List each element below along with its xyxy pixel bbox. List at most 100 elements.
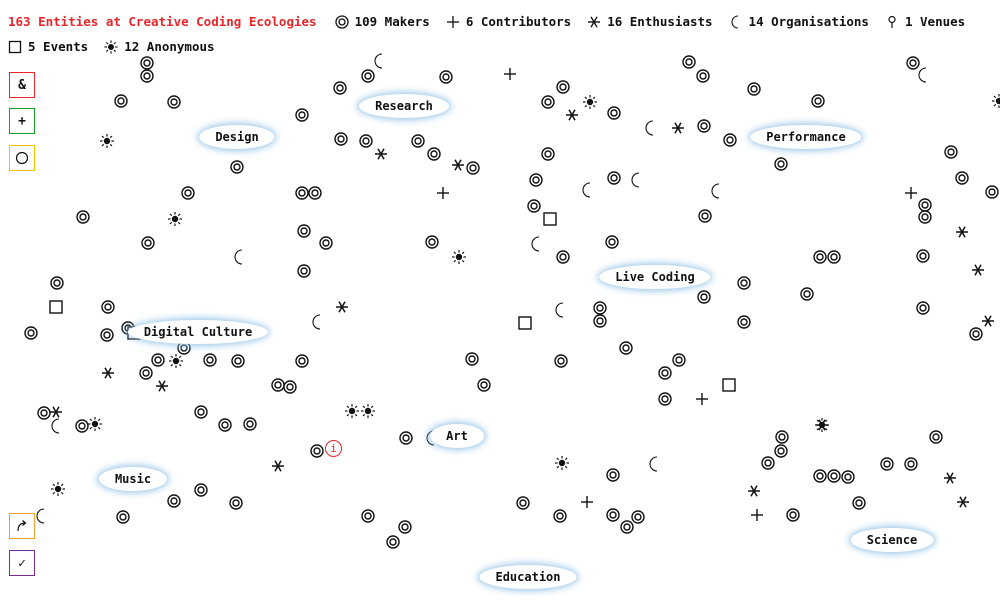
- contributor-node-icon[interactable]: [905, 187, 917, 199]
- anonymous-node-icon[interactable]: [583, 95, 597, 109]
- maker-node-icon[interactable]: [631, 510, 645, 524]
- maker-node-icon[interactable]: [297, 264, 311, 278]
- maker-node-icon[interactable]: [50, 276, 64, 290]
- organisation-node-icon[interactable]: [918, 67, 927, 83]
- maker-node-icon[interactable]: [593, 314, 607, 328]
- anonymous-node-icon[interactable]: [168, 212, 182, 226]
- anonymous-node-icon[interactable]: [992, 94, 1000, 108]
- maker-node-icon[interactable]: [607, 171, 621, 185]
- maker-node-icon[interactable]: [811, 94, 825, 108]
- organisation-node-icon[interactable]: [582, 182, 591, 198]
- organisation-node-icon[interactable]: [645, 120, 654, 136]
- info-badge[interactable]: i: [325, 440, 342, 457]
- share-button[interactable]: [9, 513, 35, 539]
- enthusiast-node-icon[interactable]: [982, 315, 994, 327]
- maker-node-icon[interactable]: [697, 119, 711, 133]
- event-node-icon[interactable]: [722, 378, 736, 392]
- maker-node-icon[interactable]: [466, 161, 480, 175]
- maker-node-icon[interactable]: [399, 431, 413, 445]
- maker-node-icon[interactable]: [114, 94, 128, 108]
- maker-node-icon[interactable]: [194, 483, 208, 497]
- organisation-node-icon[interactable]: [312, 314, 321, 330]
- legend-item-venues[interactable]: 1 Venues: [885, 9, 965, 34]
- maker-node-icon[interactable]: [827, 469, 841, 483]
- maker-node-icon[interactable]: [271, 378, 285, 392]
- maker-node-icon[interactable]: [800, 287, 814, 301]
- maker-node-icon[interactable]: [334, 132, 348, 146]
- maker-node-icon[interactable]: [918, 198, 932, 212]
- maker-node-icon[interactable]: [593, 301, 607, 315]
- maker-node-icon[interactable]: [774, 444, 788, 458]
- enthusiast-node-icon[interactable]: [944, 472, 956, 484]
- organisation-node-icon[interactable]: [531, 236, 540, 252]
- legend-item-makers[interactable]: 109 Makers: [334, 9, 430, 34]
- cluster-art[interactable]: Art: [430, 424, 484, 448]
- check-button[interactable]: ✓: [9, 550, 35, 576]
- organisation-node-icon[interactable]: [711, 183, 720, 199]
- organisation-node-icon[interactable]: [555, 302, 564, 318]
- maker-node-icon[interactable]: [841, 470, 855, 484]
- maker-node-icon[interactable]: [527, 199, 541, 213]
- legend-item-contributors[interactable]: 6 Contributors: [446, 9, 571, 34]
- anonymous-node-icon[interactable]: [51, 482, 65, 496]
- maker-node-icon[interactable]: [969, 327, 983, 341]
- maker-node-icon[interactable]: [658, 392, 672, 406]
- maker-node-icon[interactable]: [37, 406, 51, 420]
- add-button[interactable]: +: [9, 108, 35, 134]
- contributor-node-icon[interactable]: [696, 393, 708, 405]
- contributor-node-icon[interactable]: [504, 68, 516, 80]
- maker-node-icon[interactable]: [167, 95, 181, 109]
- maker-node-icon[interactable]: [411, 134, 425, 148]
- enthusiast-node-icon[interactable]: [102, 367, 114, 379]
- maker-node-icon[interactable]: [181, 186, 195, 200]
- maker-node-icon[interactable]: [333, 81, 347, 95]
- maker-node-icon[interactable]: [556, 80, 570, 94]
- maker-node-icon[interactable]: [100, 328, 114, 342]
- legend-item-organisations[interactable]: 14 Organisations: [729, 9, 869, 34]
- maker-node-icon[interactable]: [398, 520, 412, 534]
- maker-node-icon[interactable]: [229, 496, 243, 510]
- enthusiast-node-icon[interactable]: [336, 301, 348, 313]
- maker-node-icon[interactable]: [944, 145, 958, 159]
- maker-node-icon[interactable]: [386, 535, 400, 549]
- event-node-icon[interactable]: [49, 300, 63, 314]
- legend-item-events[interactable]: 5 Events: [8, 34, 88, 59]
- anonymous-node-icon[interactable]: [100, 134, 114, 148]
- maker-node-icon[interactable]: [295, 108, 309, 122]
- anonymous-node-icon[interactable]: [88, 417, 102, 431]
- maker-node-icon[interactable]: [880, 457, 894, 471]
- maker-node-icon[interactable]: [425, 235, 439, 249]
- legend-item-enthusiasts[interactable]: 16 Enthusiasts: [587, 9, 713, 34]
- enthusiast-node-icon[interactable]: [272, 460, 284, 472]
- organisation-node-icon[interactable]: [36, 508, 45, 524]
- maker-node-icon[interactable]: [607, 106, 621, 120]
- maker-node-icon[interactable]: [319, 236, 333, 250]
- maker-node-icon[interactable]: [439, 70, 453, 84]
- anonymous-node-icon[interactable]: [555, 456, 569, 470]
- maker-node-icon[interactable]: [116, 510, 130, 524]
- maker-node-icon[interactable]: [310, 444, 324, 458]
- maker-node-icon[interactable]: [813, 250, 827, 264]
- organisation-node-icon[interactable]: [234, 249, 243, 265]
- maker-node-icon[interactable]: [916, 249, 930, 263]
- anonymous-node-icon[interactable]: [169, 354, 183, 368]
- maker-node-icon[interactable]: [696, 69, 710, 83]
- organisation-node-icon[interactable]: [51, 418, 60, 434]
- maker-node-icon[interactable]: [231, 354, 245, 368]
- maker-node-icon[interactable]: [747, 82, 761, 96]
- maker-node-icon[interactable]: [283, 380, 297, 394]
- maker-node-icon[interactable]: [203, 353, 217, 367]
- enthusiast-node-icon[interactable]: [956, 226, 968, 238]
- maker-node-icon[interactable]: [24, 326, 38, 340]
- maker-node-icon[interactable]: [295, 186, 309, 200]
- maker-node-icon[interactable]: [723, 133, 737, 147]
- maker-node-icon[interactable]: [75, 419, 89, 433]
- maker-node-icon[interactable]: [465, 352, 479, 366]
- legend-item-anonymous[interactable]: 12 Anonymous: [104, 34, 215, 59]
- maker-node-icon[interactable]: [672, 353, 686, 367]
- maker-node-icon[interactable]: [619, 341, 633, 355]
- anonymous-node-icon[interactable]: [345, 404, 359, 418]
- maker-node-icon[interactable]: [698, 209, 712, 223]
- maker-node-icon[interactable]: [243, 417, 257, 431]
- anonymous-node-icon[interactable]: [361, 404, 375, 418]
